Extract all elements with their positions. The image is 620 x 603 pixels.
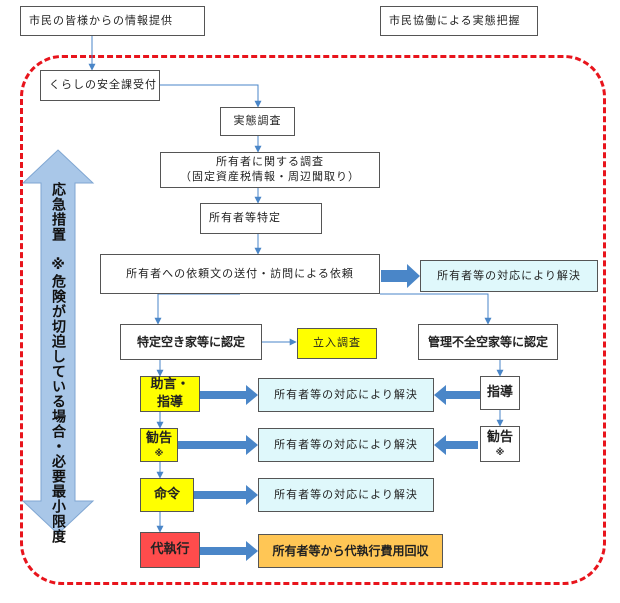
- field-survey-box: 実態調査: [220, 107, 295, 136]
- advice-guidance-box: 助言・ 指導: [140, 376, 200, 412]
- block-arrow-execution-cost: [200, 541, 258, 561]
- specified-vacant-house-box: 特定空き家等に認定: [120, 324, 262, 360]
- connector-request-to-left: [154, 293, 240, 325]
- guidance-box: 指導: [480, 376, 520, 410]
- administrative-execution-box: 代執行: [140, 532, 200, 568]
- advice-line-1: 助言・: [150, 377, 190, 393]
- on-site-inspection-box: 立入調査: [297, 328, 377, 359]
- owner-survey-box: 所有者に関する調査 （固定資産税情報・周辺聞取り）: [160, 152, 380, 188]
- emergency-measure-label: 応急措置 ※危険が切迫している場合・必要最小限度: [50, 182, 66, 544]
- emergency-double-arrow: [21, 149, 95, 535]
- reception-box: くらしの安全課受付: [40, 70, 160, 101]
- cost-recovery-box: 所有者等から代執行費用回収: [258, 534, 443, 568]
- resolved-box-advice: 所有者等の対応により解決: [258, 378, 434, 412]
- block-arrow-order-resolved: [194, 485, 258, 505]
- order-box: 命令: [140, 478, 194, 512]
- emergency-scope-frame: [20, 55, 606, 585]
- block-arrow-recommend-resolved-left: [178, 435, 258, 455]
- resolved-box-order: 所有者等の対応により解決: [258, 478, 434, 512]
- recommendation-note-right: ※: [495, 447, 505, 458]
- resolved-box-request: 所有者等の対応により解決: [420, 260, 598, 292]
- connector-lines: [88, 36, 504, 533]
- recommendation-box-right: 勧告 ※: [480, 426, 520, 462]
- connector-request-to-right: [380, 293, 492, 325]
- advice-line-2: 指導: [156, 395, 183, 410]
- poorly-managed-house-box: 管理不全空家等に認定: [418, 324, 558, 360]
- connector-reception-to-survey: [160, 84, 262, 108]
- owner-survey-line-2: （固定資産税情報・周辺聞取り）: [180, 170, 360, 183]
- block-arrow-request-resolved: [381, 264, 420, 288]
- recommendation-box-left: 勧告 ※: [140, 428, 178, 462]
- request-box: 所有者への依頼文の送付・訪問による依頼: [100, 254, 380, 294]
- block-arrow-advice-resolved: [200, 385, 258, 405]
- resolved-box-recommend: 所有者等の対応により解決: [258, 428, 434, 462]
- recommendation-label-right: 勧告: [486, 430, 513, 446]
- recommendation-note-left: ※: [154, 448, 164, 459]
- recommendation-label-left: 勧告: [145, 431, 172, 447]
- block-arrows: [178, 264, 480, 561]
- owner-survey-line-1: 所有者に関する調査: [216, 155, 324, 169]
- block-arrow-recommend-resolved-right: [434, 435, 478, 455]
- cooperation-survey-box: 市民協働による実態把握: [380, 6, 538, 36]
- owner-identify-box: 所有者等特定: [200, 203, 322, 234]
- info-provision-box: 市民の皆様からの情報提供: [20, 6, 205, 36]
- block-arrow-guidance-resolved: [434, 385, 480, 405]
